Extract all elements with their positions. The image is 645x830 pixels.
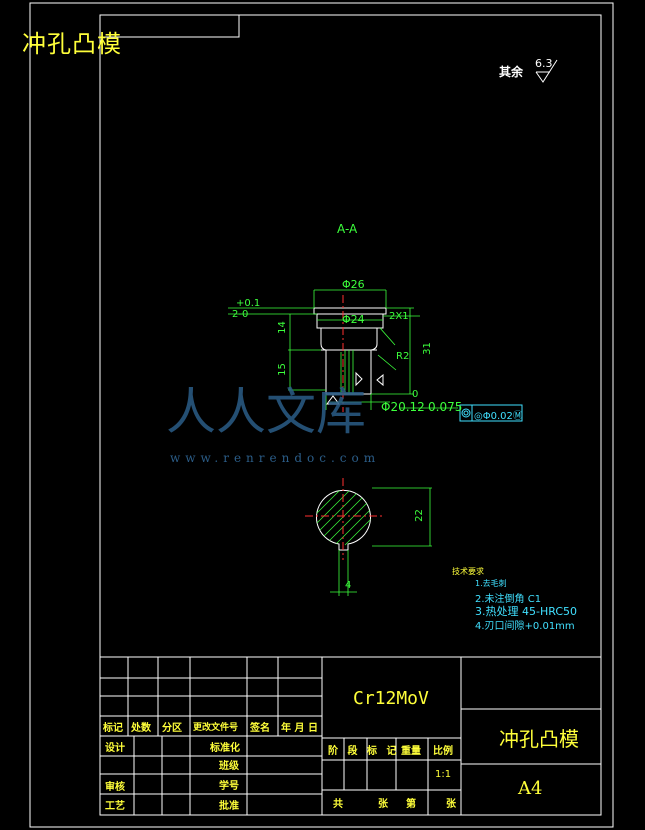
tech-req-1: 1.去毛刺 [475, 579, 507, 588]
dim-zero: 0 [412, 389, 419, 400]
dim-h31: 31 [421, 342, 433, 355]
datum-markers [326, 371, 384, 405]
outer-frame [29, 2, 614, 828]
dim-tip-tolerance: 0.075 [428, 400, 463, 414]
student-no-label: 学号 [219, 781, 239, 792]
row-label-date: 年 月 日 [281, 723, 318, 734]
dim-chamfer: 2X1 [389, 311, 409, 322]
dim-tol-upper: +0.1 [236, 298, 261, 309]
corner-code-box [99, 14, 240, 38]
scale-value: 1:1 [435, 769, 452, 780]
sheet-total-label: 共 [333, 799, 343, 810]
dim-h14: 14 [276, 321, 288, 334]
dim-radius: R2 [396, 351, 410, 362]
dimension-lines-top [228, 289, 458, 410]
class-label: 班级 [219, 761, 239, 772]
dim-tip-diameter: Φ20.12 [381, 400, 425, 414]
scale-header: 比例 [433, 746, 453, 757]
weight-header: 重量 [401, 746, 421, 757]
tech-req-4: 4.刃口间隙+0.01mm [475, 621, 575, 632]
page-title: 冲孔凸模 [22, 30, 122, 58]
title-block-grid [99, 656, 602, 816]
watermark-url: www.renrendoc.com [170, 451, 381, 465]
material-label: Cr12MoV [353, 688, 429, 709]
sheet-size: A4 [518, 778, 543, 799]
section-label: A-A [337, 222, 358, 236]
watermark-logo: 人人文库 [166, 383, 366, 441]
dim-tol-lower: 2-0 [232, 309, 249, 320]
tech-req-2: 2.未注倒角 C1 [475, 594, 542, 605]
section-view [305, 478, 432, 596]
row-label-mark: 标记 [103, 723, 123, 734]
process-label: 工艺 [105, 801, 125, 812]
row-label-count: 处数 [131, 723, 151, 734]
roughness-symbol [535, 59, 558, 83]
roughness-prefix: 其余 [499, 65, 524, 79]
standardize-label: 标准化 [210, 743, 240, 754]
dim-section-width: 4 [345, 580, 352, 591]
sheet-unit-1: 张 [378, 799, 388, 810]
design-label: 设计 [105, 743, 125, 754]
sheet-number-label: 第 [406, 799, 416, 810]
dim-top-diameter: Φ26 [342, 278, 365, 291]
row-label-sign: 签名 [250, 723, 270, 734]
coaxial-tolerance-frame [459, 404, 523, 422]
part-name: 冲孔凸模 [499, 727, 579, 751]
stage-header: 阶 段 标 记 [328, 746, 400, 757]
tech-req-heading: 技术要求 [452, 567, 484, 576]
part-hatching [340, 350, 354, 394]
tech-req-3: 3.热处理 45-HRC50 [475, 605, 578, 618]
row-label-doc: 更改文件号 [193, 723, 239, 733]
roughness-value: 6.3 [535, 57, 553, 70]
sheet-unit-2: 张 [446, 799, 456, 810]
approve-label: 批准 [219, 801, 239, 812]
coaxial-tolerance: ◎Φ0.02Ⓜ [474, 411, 523, 422]
checked-label: 审核 [105, 782, 125, 793]
row-label-zone: 分区 [162, 723, 182, 734]
dim-section-height: 22 [413, 509, 425, 522]
dim-inner-diameter: Φ24 [342, 313, 365, 326]
